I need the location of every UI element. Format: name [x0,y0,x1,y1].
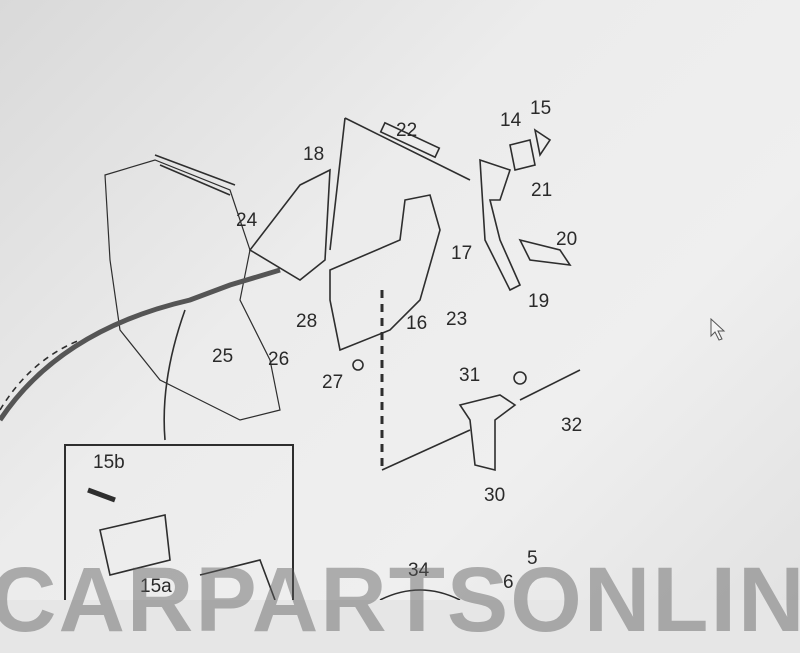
label-15: 15 [530,98,552,119]
bracket-18 [248,168,331,281]
bracket-lower [199,559,461,600]
cable-lower [163,309,186,441]
body-panel [104,159,281,421]
bolt-15b [87,487,116,503]
label-28: 28 [296,311,318,332]
label-27: 27 [322,372,344,393]
leader-22 [329,117,471,251]
label-19: 19 [528,291,550,312]
label-14: 14 [500,110,522,131]
label-31: 31 [459,365,481,386]
inset-box [64,444,294,600]
leader-30 [381,429,471,471]
parts-drawing [0,117,581,600]
label-17: 17 [451,243,473,264]
panel-edge [154,154,236,196]
label-18: 18 [303,144,325,165]
label-15a: 15a [140,576,172,597]
label-20: 20 [556,229,578,250]
plate-15a [99,514,171,576]
label-24: 24 [236,210,258,231]
label-26: 26 [268,349,290,370]
bracket-16 [329,194,441,352]
pin-22 [379,121,441,159]
cable [0,267,281,422]
label-16: 16 [406,313,428,334]
mouse-cursor-icon [710,318,726,341]
label-21: 21 [531,180,553,201]
leader-32 [519,369,581,401]
label-6: 6 [503,572,514,593]
label-23: 23 [446,309,468,330]
label-32: 32 [561,415,583,436]
label-15b: 15b [93,452,125,473]
cable-dashed [0,339,81,411]
nut-31 [513,371,527,385]
pedal-pad-20 [518,238,572,267]
label-25: 25 [212,346,234,367]
part-14-15 [509,128,552,171]
label-5: 5 [527,548,538,569]
label-22: 22 [396,120,418,141]
label-30: 30 [484,485,506,506]
label-34: 34 [408,560,430,581]
pedal-arm [479,158,522,292]
bracket-30 [458,394,517,472]
nut-27 [352,359,364,371]
watermark: CARPARTSONLINE [0,549,800,651]
